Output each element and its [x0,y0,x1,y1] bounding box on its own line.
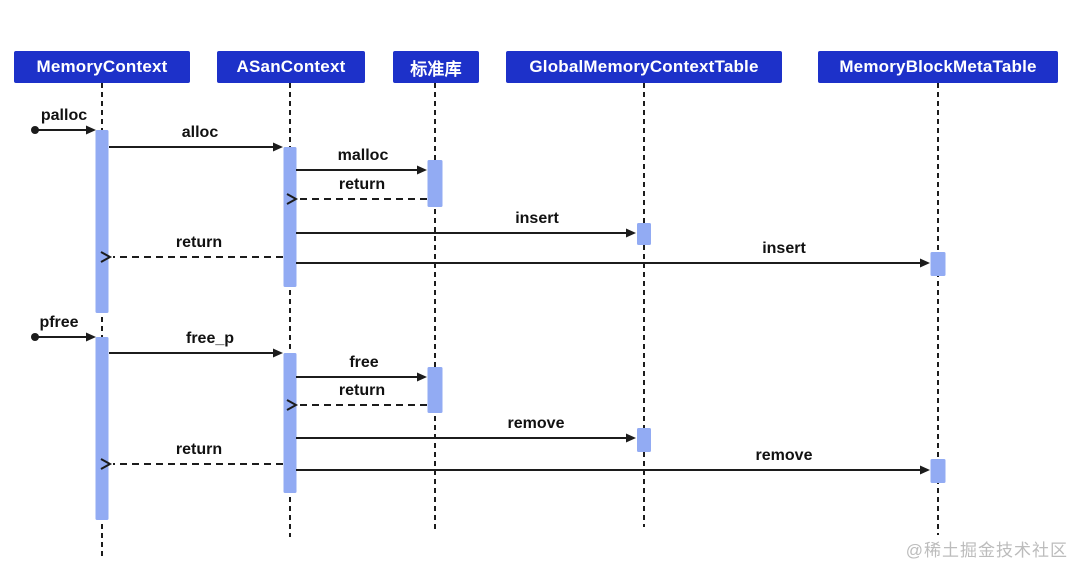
arrowhead-filled [86,332,96,342]
arrowhead-filled [920,465,930,475]
participant-box: MemoryBlockMetaTable [818,51,1058,83]
activation-bar [95,130,109,313]
arrowhead-filled [417,165,427,175]
message-start-dot [31,126,39,134]
arrowhead-filled [273,348,283,358]
arrowhead-filled [626,433,636,443]
message-label: return [175,234,223,251]
message-label: pfree [39,314,79,331]
arrowhead-filled [417,372,427,382]
activation-bar [95,337,109,520]
activation-bar [283,147,297,287]
participant-label: 标准库 [410,59,462,79]
message-label: return [338,382,386,399]
activation-bar [637,428,651,452]
arrowhead-filled [920,258,930,268]
activation-bar [427,367,443,413]
arrowhead-filled [86,125,96,135]
arrowhead-open [286,399,299,411]
watermark: @稀土掘金技术社区 [905,541,1068,560]
message-label: return [175,441,223,458]
participant-box: GlobalMemoryContextTable [506,51,782,83]
message-label: remove [755,447,813,464]
participant-label: MemoryBlockMetaTable [839,57,1037,76]
arrowhead-filled [626,228,636,238]
participant-label: MemoryContext [36,57,168,76]
message-label: insert [762,240,806,257]
message-label: remove [507,415,565,432]
activation-bar [427,160,443,207]
participant-box: MemoryContext [14,51,190,83]
arrowhead-filled [273,142,283,152]
message-label: palloc [40,107,88,124]
message-start-dot [31,333,39,341]
message-label: alloc [181,124,219,141]
participant-label: ASanContext [236,57,346,76]
activation-bar [930,459,946,483]
activation-bar [637,223,651,245]
message-label: free [349,354,379,371]
message-label: free_p [185,330,235,347]
activation-bar [930,252,946,276]
arrowhead-open [286,193,299,205]
participant-box: ASanContext [217,51,365,83]
arrowhead-open [100,458,113,470]
message-label: insert [515,210,559,227]
participant-label: GlobalMemoryContextTable [529,57,759,76]
arrowhead-open [100,251,113,263]
message-label: malloc [337,147,389,164]
activation-bar [283,353,297,493]
participant-box: 标准库 [393,51,479,83]
message-label: return [338,176,386,193]
